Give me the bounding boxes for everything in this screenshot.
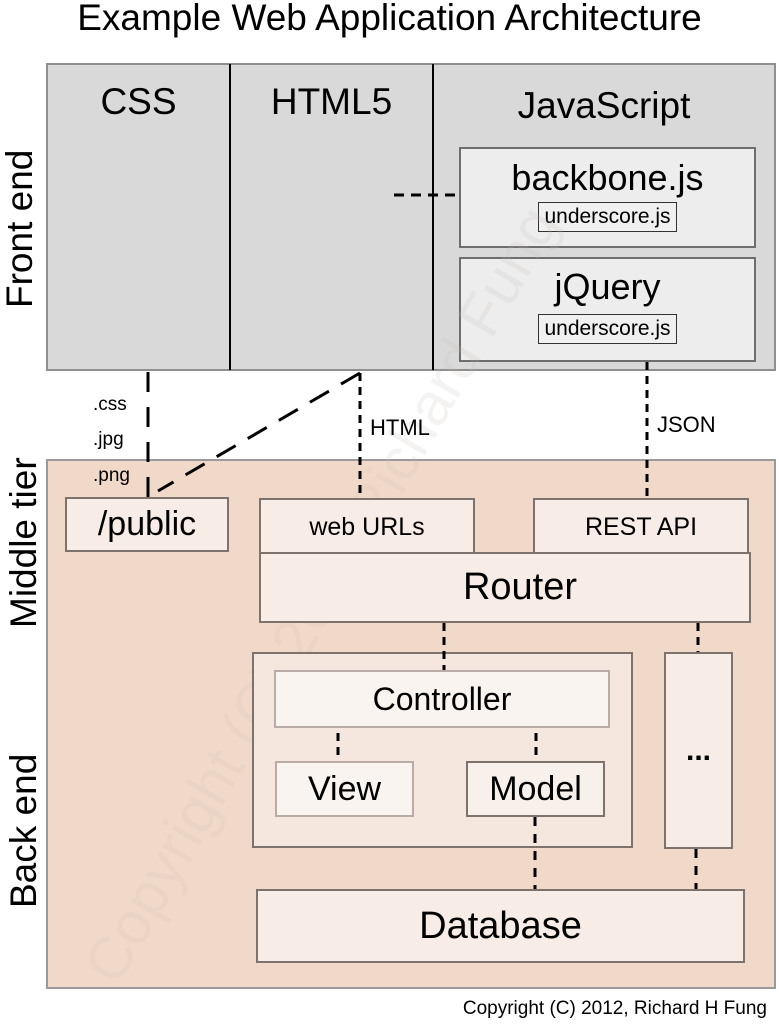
library-backbone: backbone.js underscore.js	[459, 147, 756, 248]
column-divider	[229, 64, 231, 370]
library-name: backbone.js	[511, 157, 704, 198]
router-box: Router	[259, 552, 751, 623]
public-folder-label: /public	[97, 505, 197, 543]
database-box: Database	[256, 889, 745, 963]
rest-api-label: REST API	[584, 512, 698, 541]
router-label: Router	[462, 566, 578, 608]
model-label: Model	[489, 769, 582, 808]
database-label: Database	[419, 904, 582, 947]
connection-label-json: JSON	[657, 412, 716, 437]
web-urls-box: web URLs	[259, 498, 475, 554]
library-name: jQuery	[554, 266, 661, 307]
tier-label-middle-tier: Middle tier	[3, 457, 44, 628]
library-dependency: underscore.js	[538, 314, 677, 344]
tier-label-back-end: Back end	[3, 753, 44, 908]
controller-label: Controller	[372, 680, 512, 717]
column-html5: HTML5	[270, 81, 393, 122]
copyright-notice: Copyright (C) 2012, Richard H Fung	[462, 998, 767, 1019]
diagram-title: Example Web Application Architecture	[77, 0, 702, 38]
web-urls-label: web URLs	[309, 512, 425, 541]
library-dependency: underscore.js	[538, 202, 677, 232]
view-label: View	[307, 769, 382, 808]
library-jquery: jQuery underscore.js	[459, 257, 756, 362]
file-type-jpg: .jpg	[93, 429, 124, 450]
controller-box: Controller	[274, 670, 610, 728]
model-box: Model	[466, 761, 605, 817]
other-components-label: ...	[685, 733, 711, 767]
column-javascript: JavaScript	[517, 85, 691, 126]
tier-label-front-end: Front end	[0, 149, 40, 308]
file-type-css: .css	[93, 394, 127, 415]
file-type-png: .png	[93, 465, 130, 486]
connection-label-html: HTML	[370, 415, 430, 440]
other-components-box: ...	[664, 652, 733, 849]
column-css: CSS	[100, 81, 177, 122]
rest-api-box: REST API	[533, 498, 749, 554]
view-box: View	[275, 761, 414, 817]
public-folder-box: /public	[65, 497, 229, 552]
column-divider	[432, 64, 434, 370]
